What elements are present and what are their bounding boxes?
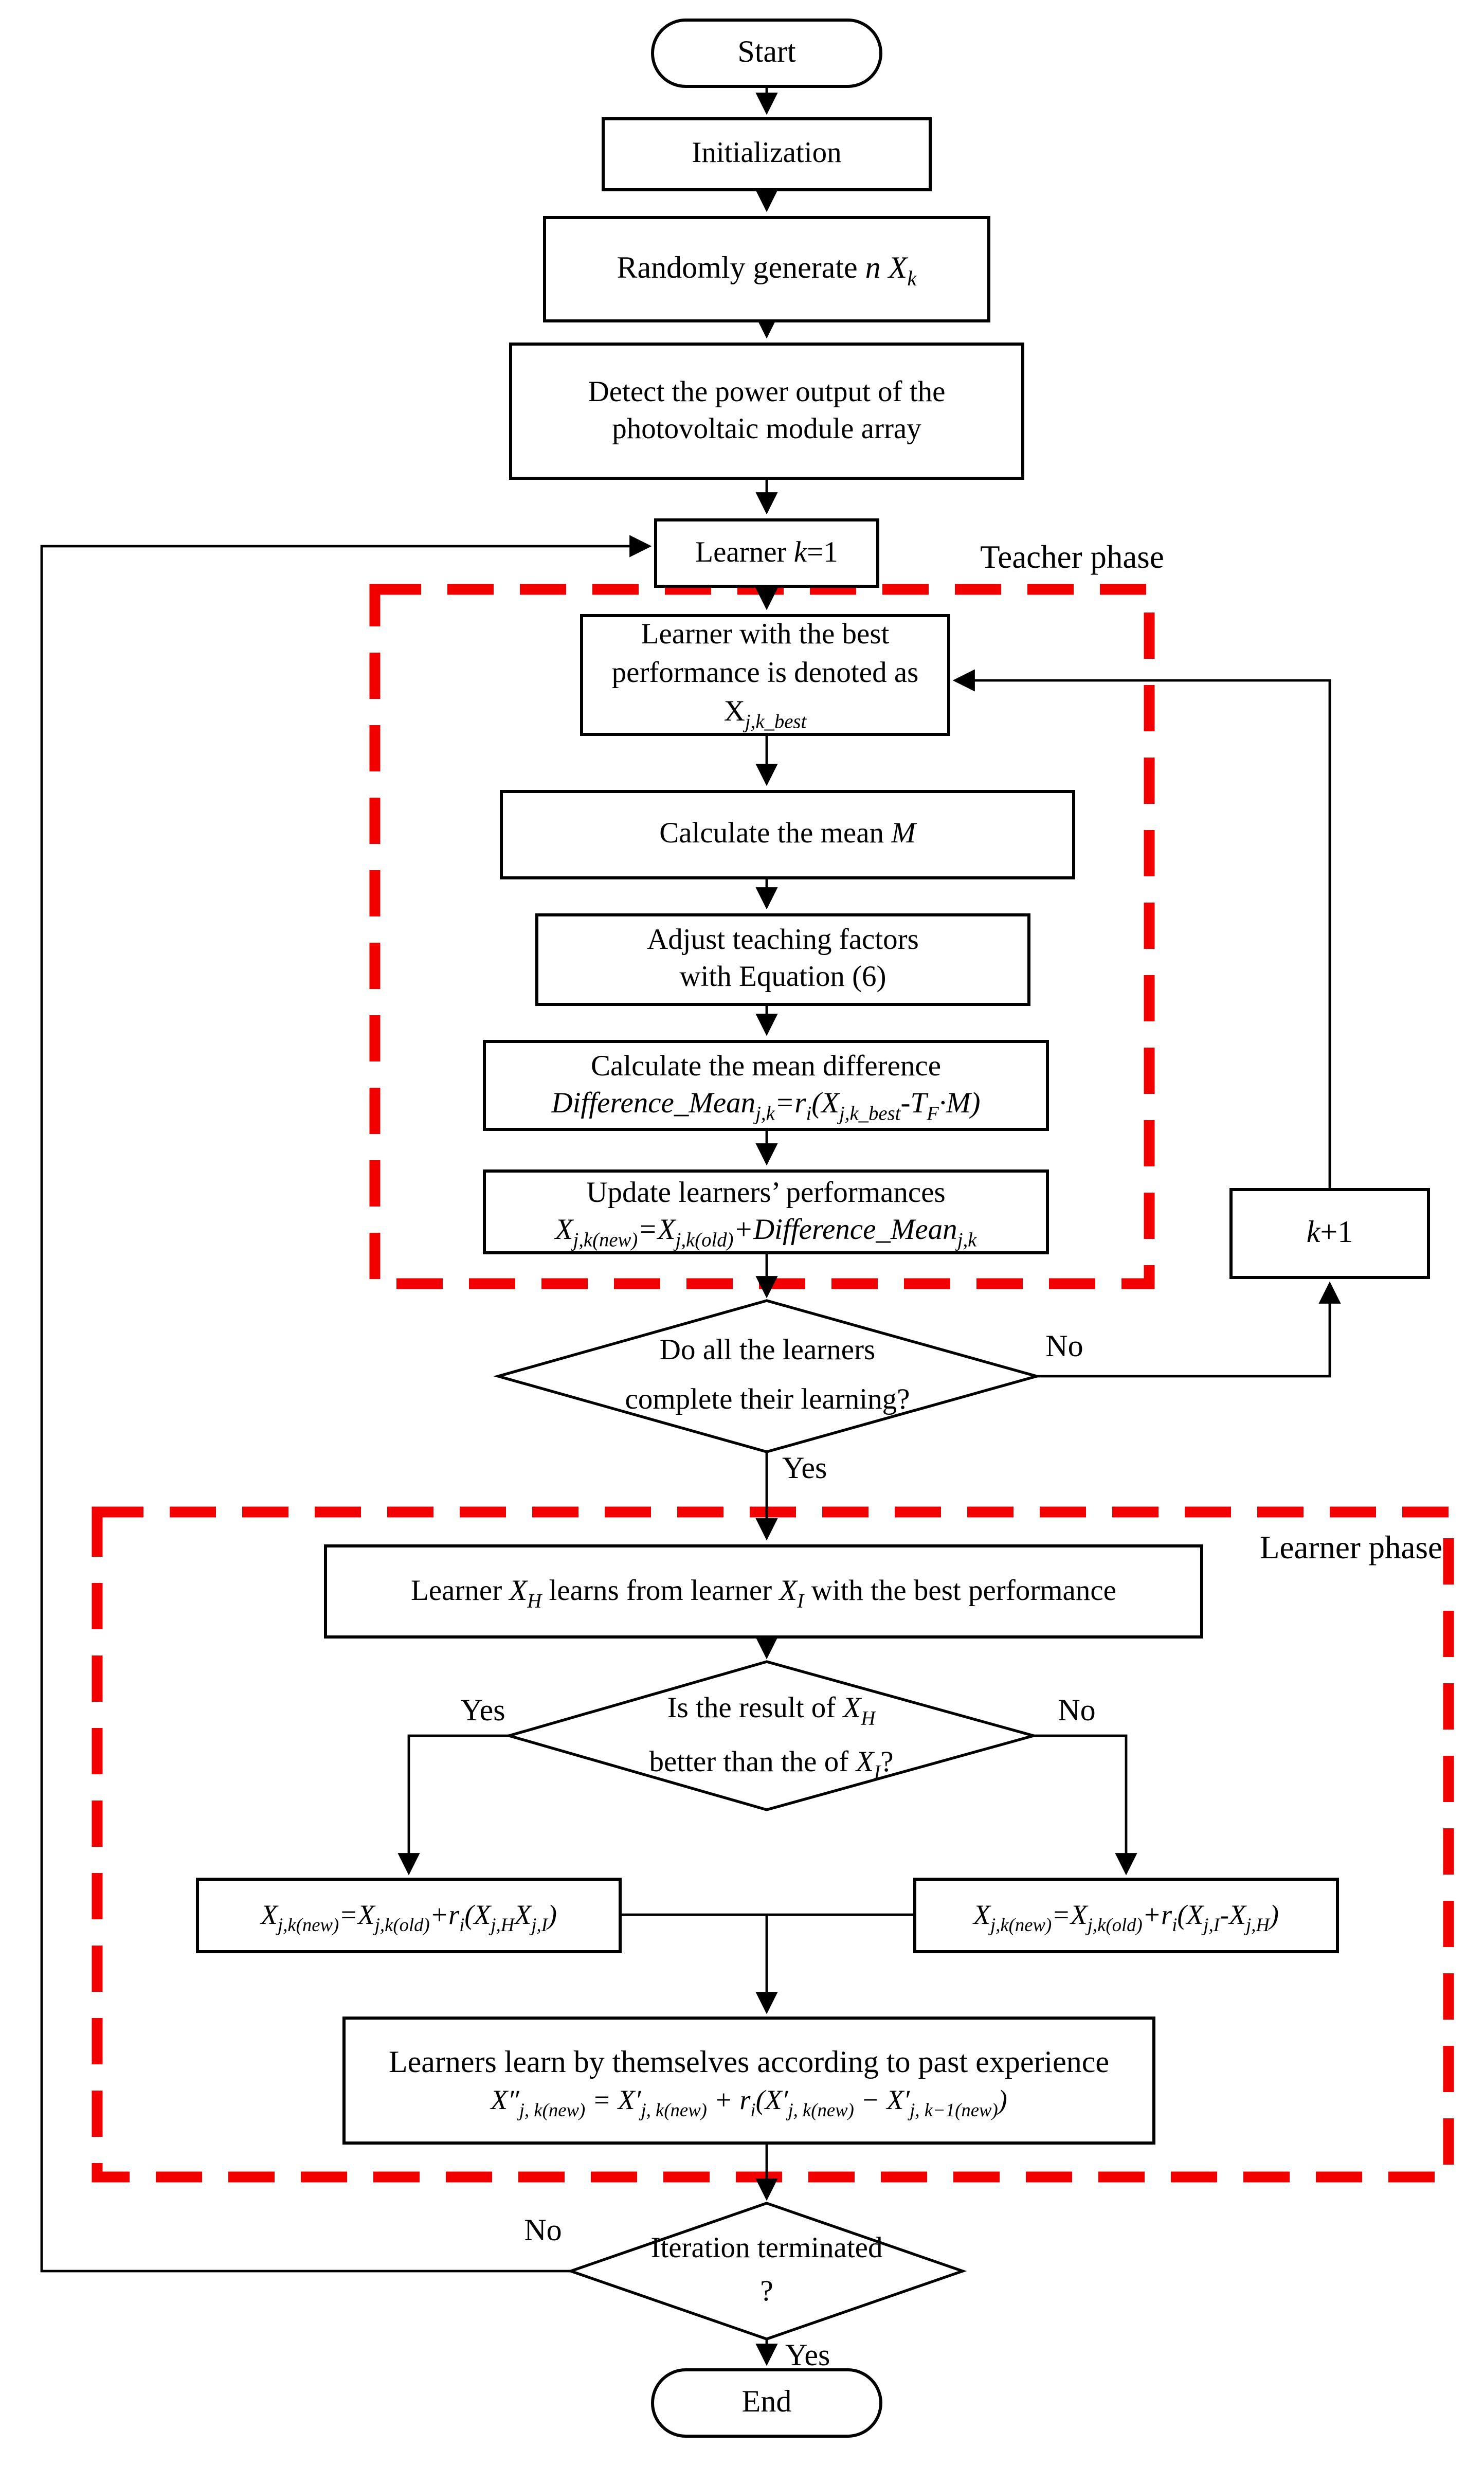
decision-xh-better-line2: better than the of XI?	[649, 1747, 894, 1784]
edge-kplus1-best	[952, 669, 1331, 1188]
self-learning-node: Learners learn by themselves according t…	[342, 2017, 1155, 2145]
calc-difference-equation: Difference_Meanj,k=ri(Xj,k_best-TF·M)	[551, 1087, 981, 1124]
random-generate-label: Randomly generate n Xk	[617, 251, 917, 290]
best-learner-line3: Xj,k_best	[723, 695, 807, 732]
edge-decision2-yes	[397, 1734, 509, 1876]
adjust-factors-line2: with Equation (6)	[679, 961, 886, 994]
adjust-factors-line1: Adjust teaching factors	[647, 924, 919, 957]
eq-yes-equation: Xj,k(new)=Xj,k(old)+ri(Xj,HXj,I)	[261, 1899, 557, 1936]
initialization-label: Initialization	[692, 137, 842, 170]
decision2-yes-label: Yes	[460, 1694, 505, 1728]
learner-k1-node: Learner k=1	[654, 518, 879, 588]
best-learner-line2: performance is denoted as	[611, 657, 919, 690]
random-generate-node: Randomly generate n Xk	[543, 216, 990, 322]
start-label: Start	[737, 35, 796, 69]
k-plus-1-label: k+1	[1306, 1216, 1353, 1250]
decision-all-learners-diamond	[493, 1299, 1042, 1453]
k-plus-1-node: k+1	[1229, 1188, 1430, 1279]
calc-mean-node: Calculate the mean M	[500, 790, 1075, 879]
learner-phase-label: Learner phase	[1259, 1529, 1442, 1566]
flow-arrows	[40, 88, 1341, 2366]
end-node: End	[651, 2368, 882, 2438]
decision1-no-label: No	[1045, 1330, 1083, 1364]
detect-power-line1: Detect the power output of the	[588, 376, 946, 409]
eq-no-node: Xj,k(new)=Xj,k(old)+ri(Xj,I-Xj,H)	[913, 1878, 1339, 1953]
decision-all-learners-line2: complete their learning?	[625, 1384, 910, 1416]
decision-iteration-line2: ?	[760, 2276, 773, 2308]
update-performance-node: Update learners’ performances Xj,k(new)=…	[483, 1169, 1049, 1254]
update-performance-equation: Xj,k(new)=Xj,k(old)+Difference_Meanj,k	[555, 1213, 977, 1250]
start-node: Start	[651, 19, 882, 88]
eq-no-equation: Xj,k(new)=Xj,k(old)+ri(Xj,I-Xj,H)	[973, 1899, 1279, 1936]
learner-k1-label: Learner k=1	[695, 536, 838, 569]
decision-iteration-text: Iteration terminated ?	[571, 2209, 963, 2333]
decision-all-learners-text: Do all the learners complete their learn…	[498, 1308, 1037, 1444]
decision1-yes-label: Yes	[782, 1452, 827, 1486]
best-learner-line1: Learner with the best	[641, 619, 890, 652]
detect-power-line2: photovoltaic module array	[612, 412, 921, 445]
end-label: End	[741, 2385, 792, 2419]
update-performance-line1: Update learners’ performances	[586, 1177, 946, 1210]
initialization-node: Initialization	[602, 117, 932, 191]
eq-yes-node: Xj,k(new)=Xj,k(old)+ri(Xj,HXj,I)	[196, 1878, 622, 1953]
edge-decision2-no	[1034, 1734, 1137, 1876]
learner-xh-node: Learner XH learns from learner XI with t…	[324, 1544, 1203, 1639]
teacher-phase-label: Teacher phase	[980, 538, 1164, 575]
edge-decision3-no-feedback	[40, 535, 652, 2273]
calc-mean-label: Calculate the mean M	[659, 818, 916, 851]
self-learning-equation: X″j, k(new) = X′j, k(new) + ri(X′j, k(ne…	[491, 2084, 1007, 2121]
decision-xh-better-diamond	[504, 1660, 1039, 1811]
decision-iteration-diamond	[566, 2202, 967, 2341]
decision3-no-label: No	[524, 2214, 562, 2248]
decision2-no-label: No	[1058, 1694, 1096, 1728]
self-learning-line1: Learners learn by themselves according t…	[388, 2045, 1109, 2080]
edge-decision1-no	[1037, 1281, 1341, 1378]
best-learner-node: Learner with the best performance is den…	[580, 614, 950, 736]
calc-difference-node: Calculate the mean difference Difference…	[483, 1040, 1049, 1131]
decision-iteration-line1: Iteration terminated	[650, 2231, 883, 2264]
learner-phase-boundary	[92, 1506, 1454, 2183]
decision-all-learners-line1: Do all the learners	[659, 1334, 876, 1367]
decision3-yes-label: Yes	[785, 2339, 830, 2373]
decision-xh-better-line1: Is the result of XH	[667, 1692, 876, 1729]
calc-difference-line1: Calculate the mean difference	[591, 1050, 941, 1083]
learner-xh-label: Learner XH learns from learner XI with t…	[411, 1574, 1116, 1612]
detect-power-node: Detect the power output of the photovolt…	[509, 343, 1024, 480]
decision-xh-better-text: Is the result of XH better than the of X…	[509, 1666, 1034, 1805]
adjust-factors-node: Adjust teaching factors with Equation (6…	[535, 913, 1030, 1006]
